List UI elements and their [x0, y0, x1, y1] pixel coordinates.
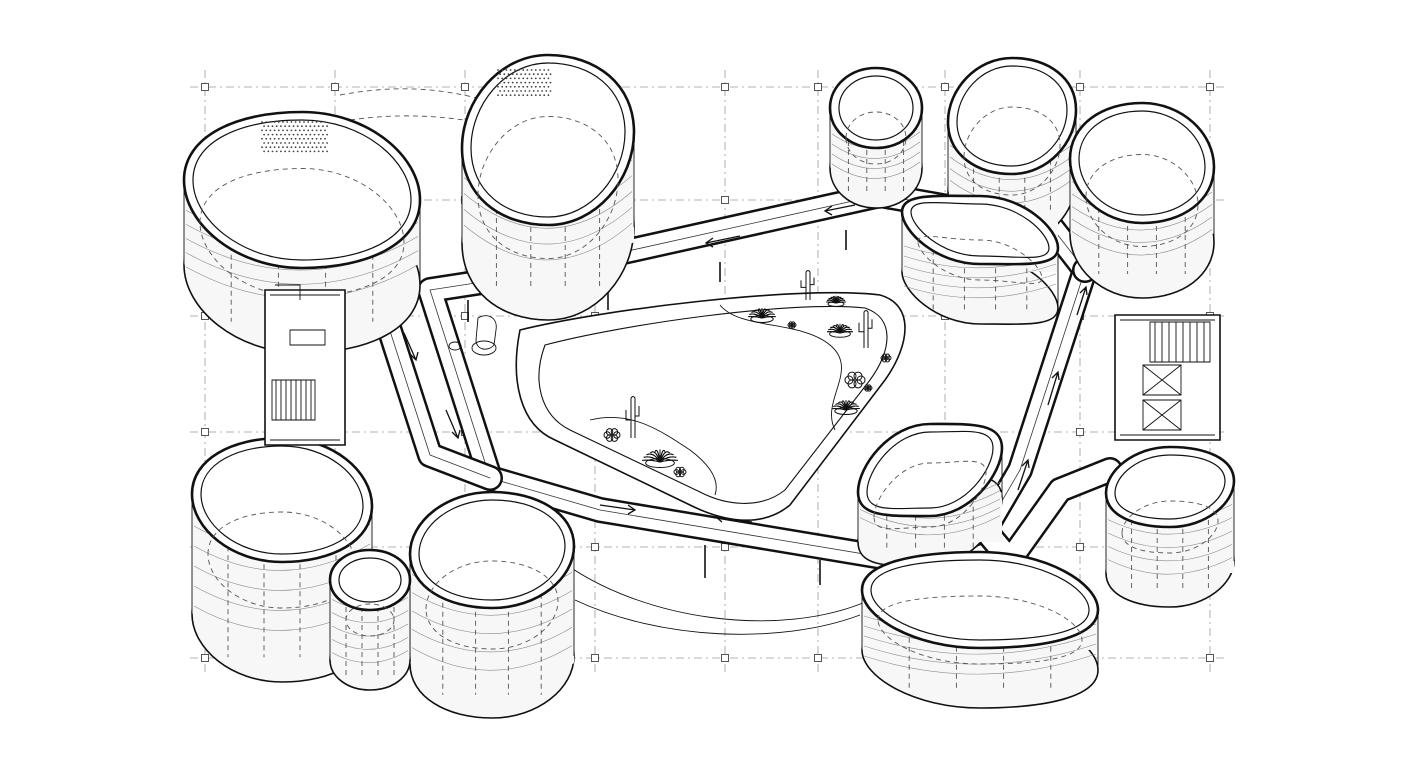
agave-plant: [826, 295, 846, 307]
pavilion-pods: [182, 53, 1236, 719]
grid-node: [1076, 83, 1084, 91]
cactus-plant: [858, 310, 873, 348]
pod-north-tall: [460, 53, 636, 321]
grid-node: [591, 543, 599, 551]
pod-southwest-large: [190, 436, 374, 683]
grid-node: [201, 428, 209, 436]
grid-node: [721, 654, 729, 662]
pod-south-hook: [328, 548, 412, 691]
grid-node: [1076, 428, 1084, 436]
pod-east-lower: [1104, 445, 1236, 608]
grid-node: [721, 83, 729, 91]
grid-node: [461, 83, 469, 91]
grid-node: [201, 83, 209, 91]
shrub-plant: [603, 428, 621, 442]
right-elevator-core: [1114, 314, 1221, 441]
stones: [448, 315, 497, 356]
grid-node: [331, 83, 339, 91]
pod-northwest-large: [182, 110, 422, 354]
grid-node: [721, 543, 729, 551]
shrub-plant: [787, 321, 797, 329]
pod-inner-north: [900, 194, 1060, 325]
grid-node: [201, 654, 209, 662]
grid-node: [941, 83, 949, 91]
shrub-plant: [863, 384, 873, 392]
pod-east-upper: [1068, 101, 1216, 299]
cactus-plant: [800, 270, 815, 300]
grid-node: [814, 83, 822, 91]
pod-inner-south: [856, 422, 1004, 567]
pod-south-center: [408, 490, 576, 719]
grid-node: [591, 654, 599, 662]
cactus-plant: [625, 396, 640, 438]
grid-node: [814, 654, 822, 662]
agave-plant: [642, 449, 678, 468]
grid-node: [1076, 543, 1084, 551]
grid-node: [1206, 83, 1214, 91]
grid-node: [721, 196, 729, 204]
grid-node: [1206, 654, 1214, 662]
pod-northeast-small: [828, 66, 924, 209]
shrub-plant: [880, 353, 892, 363]
pod-southeast-low: [860, 550, 1100, 709]
agave-plant: [832, 400, 860, 415]
garden-plants: [603, 270, 892, 478]
agave-plant: [748, 308, 776, 323]
shrub-plant: [844, 371, 866, 389]
shrub-plant: [673, 466, 687, 478]
left-stair-core: [264, 284, 346, 446]
agave-plant: [827, 323, 853, 338]
central-garden: [515, 291, 906, 522]
